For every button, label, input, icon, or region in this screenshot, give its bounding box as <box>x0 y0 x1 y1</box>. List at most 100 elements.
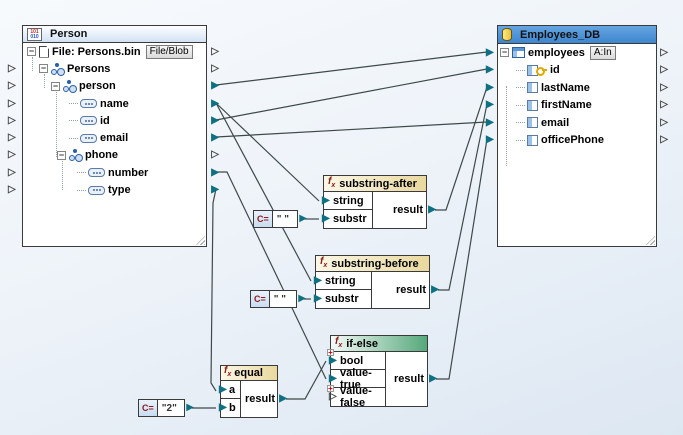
input-connector[interactable]: ▶ <box>314 293 322 304</box>
input-connector[interactable]: ▷ <box>329 391 337 402</box>
input-connector[interactable]: ▶ <box>486 81 494 93</box>
file-blob-button[interactable]: File/Blob <box>145 44 193 59</box>
substring-after-function[interactable]: fx substring-after ▶ string ▶ substr res… <box>322 175 436 229</box>
connection-number-valuetrue[interactable] <box>216 171 327 380</box>
collapse-icon[interactable]: − <box>39 63 48 74</box>
input-connector[interactable]: ▶ <box>486 99 494 111</box>
employees-db-component[interactable]: Employees_DB − employees A:In ▶ ▷ id ▶ ▷… <box>486 25 668 247</box>
tree-row-name[interactable]: name ▷ ▶ <box>8 95 219 112</box>
if-else-function[interactable]: fx if-else + + ▶ bool ▶ value-true ▷ val… <box>327 335 437 409</box>
output-connector[interactable]: ▶ <box>299 213 307 224</box>
input-connector[interactable]: ▶ <box>329 354 337 366</box>
input-substr[interactable]: ▶ substr <box>314 293 359 305</box>
connection-email-email[interactable] <box>215 121 488 138</box>
collapse-icon[interactable]: − <box>57 149 66 160</box>
input-connector[interactable]: ▷ <box>8 166 16 178</box>
connection-name-substringafter[interactable] <box>215 102 320 202</box>
output-connector[interactable]: ▶ <box>211 132 219 144</box>
connection-ifelse-officephone[interactable] <box>436 138 488 380</box>
output-result[interactable]: result ▶ <box>393 204 436 216</box>
tree-row-number[interactable]: number ▷ ▶ <box>8 164 219 181</box>
input-connector[interactable]: ▷ <box>8 114 16 126</box>
output-result[interactable]: result ▶ <box>394 373 437 385</box>
collapse-icon[interactable]: − <box>27 46 36 57</box>
employees-db-header[interactable]: Employees_DB <box>498 26 656 44</box>
input-connector[interactable]: ▷ <box>8 62 16 74</box>
input-connector[interactable]: ▶ <box>486 64 494 76</box>
output-connector[interactable]: ▶ <box>211 97 219 109</box>
tree-row-id[interactable]: id ▷ ▶ <box>8 112 219 129</box>
output-connector[interactable]: ▶ <box>186 402 194 413</box>
collapse-icon[interactable]: − <box>51 80 60 91</box>
tree-row-file[interactable]: − File: Persons.bin File/Blob ▷ <box>23 43 219 60</box>
output-connector[interactable]: ▷ <box>211 149 219 161</box>
tree-row-email[interactable]: email ▷ ▶ <box>8 129 219 146</box>
output-connector[interactable]: ▷ <box>660 99 668 111</box>
function-header[interactable]: fx substring-before <box>316 256 429 272</box>
input-b[interactable]: ▶ b <box>219 402 236 414</box>
input-connector[interactable]: ▷ <box>8 184 16 196</box>
output-connector[interactable]: ▶ <box>279 393 287 404</box>
input-connector[interactable]: ▶ <box>486 46 494 58</box>
output-connector[interactable]: ▷ <box>660 134 668 146</box>
input-connector[interactable]: ▷ <box>8 132 16 144</box>
output-connector[interactable]: ▶ <box>428 204 436 215</box>
connection-name-substringbefore[interactable] <box>215 102 312 282</box>
input-substr[interactable]: ▶ substr <box>322 213 367 225</box>
tree-row-officephone[interactable]: officePhone ▶ ▷ <box>486 132 668 150</box>
input-value-false[interactable]: ▷ value-false <box>329 385 372 409</box>
output-result[interactable]: result ▶ <box>396 284 439 296</box>
tree-row-person[interactable]: − person ▷ ▶ <box>8 78 219 95</box>
connection-substringbefore-firstname[interactable] <box>438 103 488 291</box>
output-connector[interactable]: ▶ <box>211 166 219 178</box>
output-connector[interactable]: ▶ <box>431 284 439 295</box>
input-value-true[interactable]: ▶ value-true <box>329 367 385 391</box>
connection-equal-ifelse-bool[interactable] <box>286 360 327 400</box>
input-connector[interactable]: ▶ <box>486 116 494 128</box>
input-connector[interactable]: ▶ <box>322 194 330 206</box>
input-connector[interactable]: ▶ <box>486 134 494 146</box>
input-connector[interactable]: ▷ <box>8 80 16 92</box>
add-argument-icon[interactable]: + <box>327 384 334 393</box>
tree-row-firstname[interactable]: firstName ▶ ▷ <box>486 97 668 115</box>
input-connector[interactable]: ▷ <box>8 97 16 109</box>
tree-row-db-id[interactable]: id ▶ ▷ <box>486 62 668 80</box>
output-connector[interactable]: ▶ <box>298 293 306 304</box>
tree-row-employees[interactable]: − employees A:In ▶ ▷ <box>486 44 668 62</box>
resize-grip[interactable] <box>646 236 655 245</box>
connection-substringafter-lastname[interactable] <box>435 86 488 211</box>
equal-function[interactable]: fx equal ▶ a ▶ b result ▶ <box>219 365 287 418</box>
output-connector[interactable]: ▷ <box>660 116 668 128</box>
input-string[interactable]: ▶ string <box>314 272 371 290</box>
input-connector[interactable]: ▶ <box>219 383 227 395</box>
output-connector[interactable]: ▷ <box>660 64 668 76</box>
input-bool[interactable]: ▶ bool <box>329 352 385 370</box>
input-connector[interactable]: ▶ <box>329 372 337 384</box>
output-result[interactable]: result ▶ <box>245 393 287 405</box>
connection-person-employees[interactable] <box>215 51 488 86</box>
output-connector[interactable]: ▶ <box>211 184 219 196</box>
output-connector[interactable]: ▶ <box>211 80 219 92</box>
tree-row-db-email[interactable]: email ▶ ▷ <box>486 114 668 132</box>
function-header[interactable]: fx substring-after <box>324 176 426 192</box>
output-connector[interactable]: ▶ <box>211 114 219 126</box>
output-connector[interactable]: ▷ <box>211 62 219 74</box>
constant-space-2[interactable]: C= " " ▶ <box>250 290 306 308</box>
substring-before-function[interactable]: fx substring-before ▶ string ▶ substr re… <box>314 255 439 309</box>
input-a[interactable]: ▶ a <box>219 381 240 399</box>
actions-in-button[interactable]: A:In <box>589 45 616 60</box>
constant-space-1[interactable]: C= " " ▶ <box>253 210 307 228</box>
input-connector[interactable]: ▶ <box>219 402 227 413</box>
add-argument-icon[interactable]: + <box>327 348 334 357</box>
function-header[interactable]: fx if-else <box>331 336 427 352</box>
connection-id-id[interactable] <box>215 68 488 121</box>
collapse-icon[interactable]: − <box>500 47 509 58</box>
connection-type-equal-a[interactable] <box>210 188 217 392</box>
tree-row-lastname[interactable]: lastName ▶ ▷ <box>486 79 668 97</box>
input-connector[interactable]: ▷ <box>8 149 16 161</box>
tree-row-phone[interactable]: − phone ▷ ▷ <box>8 147 219 164</box>
output-connector[interactable]: ▷ <box>660 81 668 93</box>
input-connector[interactable]: ▶ <box>314 274 322 286</box>
tree-row-type[interactable]: type ▷ ▶ <box>8 181 219 198</box>
